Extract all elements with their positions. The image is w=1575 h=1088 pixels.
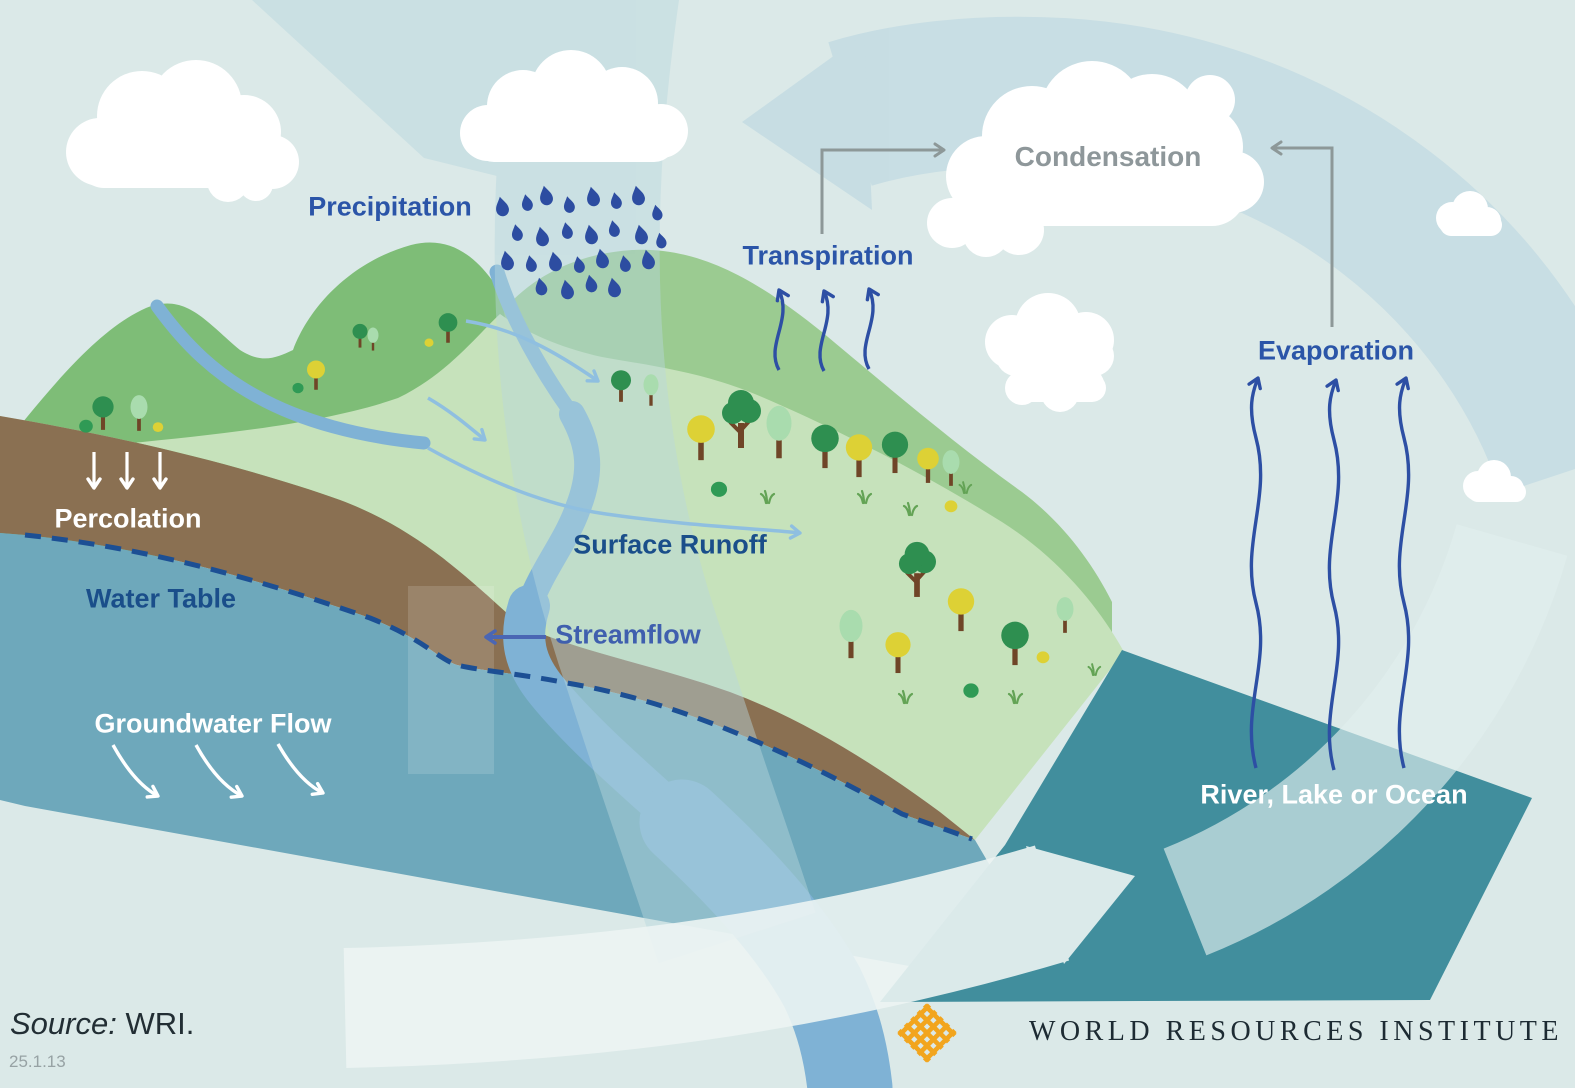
cloud	[1463, 460, 1526, 502]
source-prefix: Source:	[10, 1006, 117, 1041]
percolation-arrows	[86, 452, 168, 490]
transpiration-arrows	[773, 287, 880, 372]
label-percolation: Percolation	[54, 503, 202, 534]
groundwater-flow-arrows	[111, 743, 325, 799]
label-evaporation: Evaporation	[1257, 335, 1415, 366]
condensation-flow-arrows	[820, 140, 1334, 327]
cloud	[66, 60, 299, 202]
label-river-lake-ocean: River, Lake or Ocean	[1200, 779, 1468, 810]
label-surface-runoff: Surface Runoff	[573, 529, 767, 560]
cloud	[1436, 191, 1502, 236]
condensation-cloud	[927, 61, 1264, 257]
source-text: WRI.	[125, 1006, 195, 1041]
evaporation-arrows	[1247, 376, 1411, 771]
evaporation-to-condensation-arrow	[1270, 140, 1334, 327]
label-streamflow: Streamflow	[555, 619, 701, 650]
rain-cloud	[460, 50, 688, 162]
water-table-line	[24, 532, 973, 842]
version-number: 25.1.13	[9, 1052, 66, 1071]
soil-layer	[0, 416, 975, 840]
light-green-hillside	[0, 314, 1124, 840]
cloud	[985, 293, 1114, 412]
wri-logo-wordmark: WORLD RESOURCES INSTITUTE	[1028, 1016, 1563, 1047]
stream-highlight	[408, 586, 494, 774]
label-transpiration: Transpiration	[742, 240, 914, 271]
label-water-table: Water Table	[85, 583, 237, 614]
label-condensation: Condensation	[1014, 141, 1202, 172]
source-credit: Source: WRI.	[10, 1006, 194, 1042]
label-groundwater-flow: Groundwater Flow	[94, 708, 332, 739]
label-precipitation: Precipitation	[308, 191, 472, 222]
transpiration-to-condensation-arrow	[820, 142, 946, 234]
wri-logo-icon	[896, 1002, 958, 1064]
surface-runoff-arrows	[427, 319, 802, 540]
clouds	[66, 50, 1526, 502]
cycle-arrow-bottom	[343, 523, 1568, 1068]
